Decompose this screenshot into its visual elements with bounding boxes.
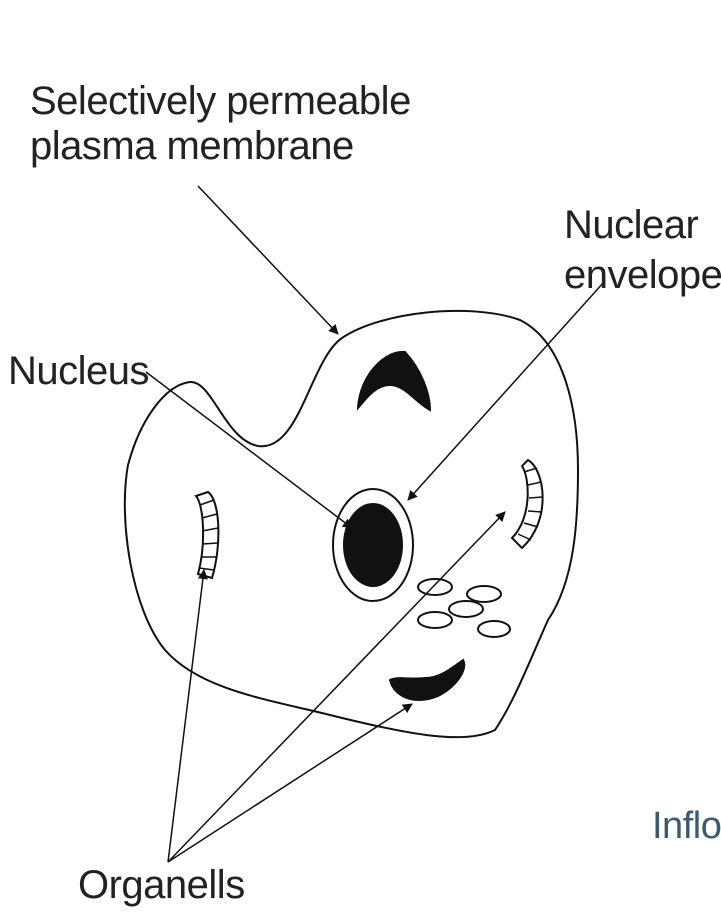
arrow-membrane [198, 186, 338, 334]
arrow-organelle-left [168, 570, 204, 862]
label-cropped-text: Inflo [652, 803, 721, 849]
arrow-nucleus [146, 372, 352, 528]
label-organelles: Organells [78, 862, 245, 908]
label-nuclear-envelope-line1: Nuclear [564, 202, 698, 248]
label-nuclear-envelope-line2: envelope [564, 252, 721, 298]
organelle-striated-right [512, 460, 543, 548]
vesicle [478, 621, 510, 637]
label-membrane-line2: plasma membrane [30, 123, 354, 169]
label-membrane-line1: Selectively permeable [30, 78, 411, 124]
organelle-striated-left [196, 492, 218, 578]
label-nucleus: Nucleus [8, 348, 149, 394]
arrow-organelle-bottom [168, 704, 412, 862]
vesicle [467, 586, 501, 602]
organelle-dark-bottom [390, 660, 464, 700]
vesicle [418, 612, 452, 628]
organelle-dark-top [358, 352, 430, 410]
arrow-nuclear-envelope [408, 282, 604, 500]
vesicle [449, 601, 483, 617]
nucleus [343, 503, 403, 587]
vesicle [418, 579, 452, 595]
